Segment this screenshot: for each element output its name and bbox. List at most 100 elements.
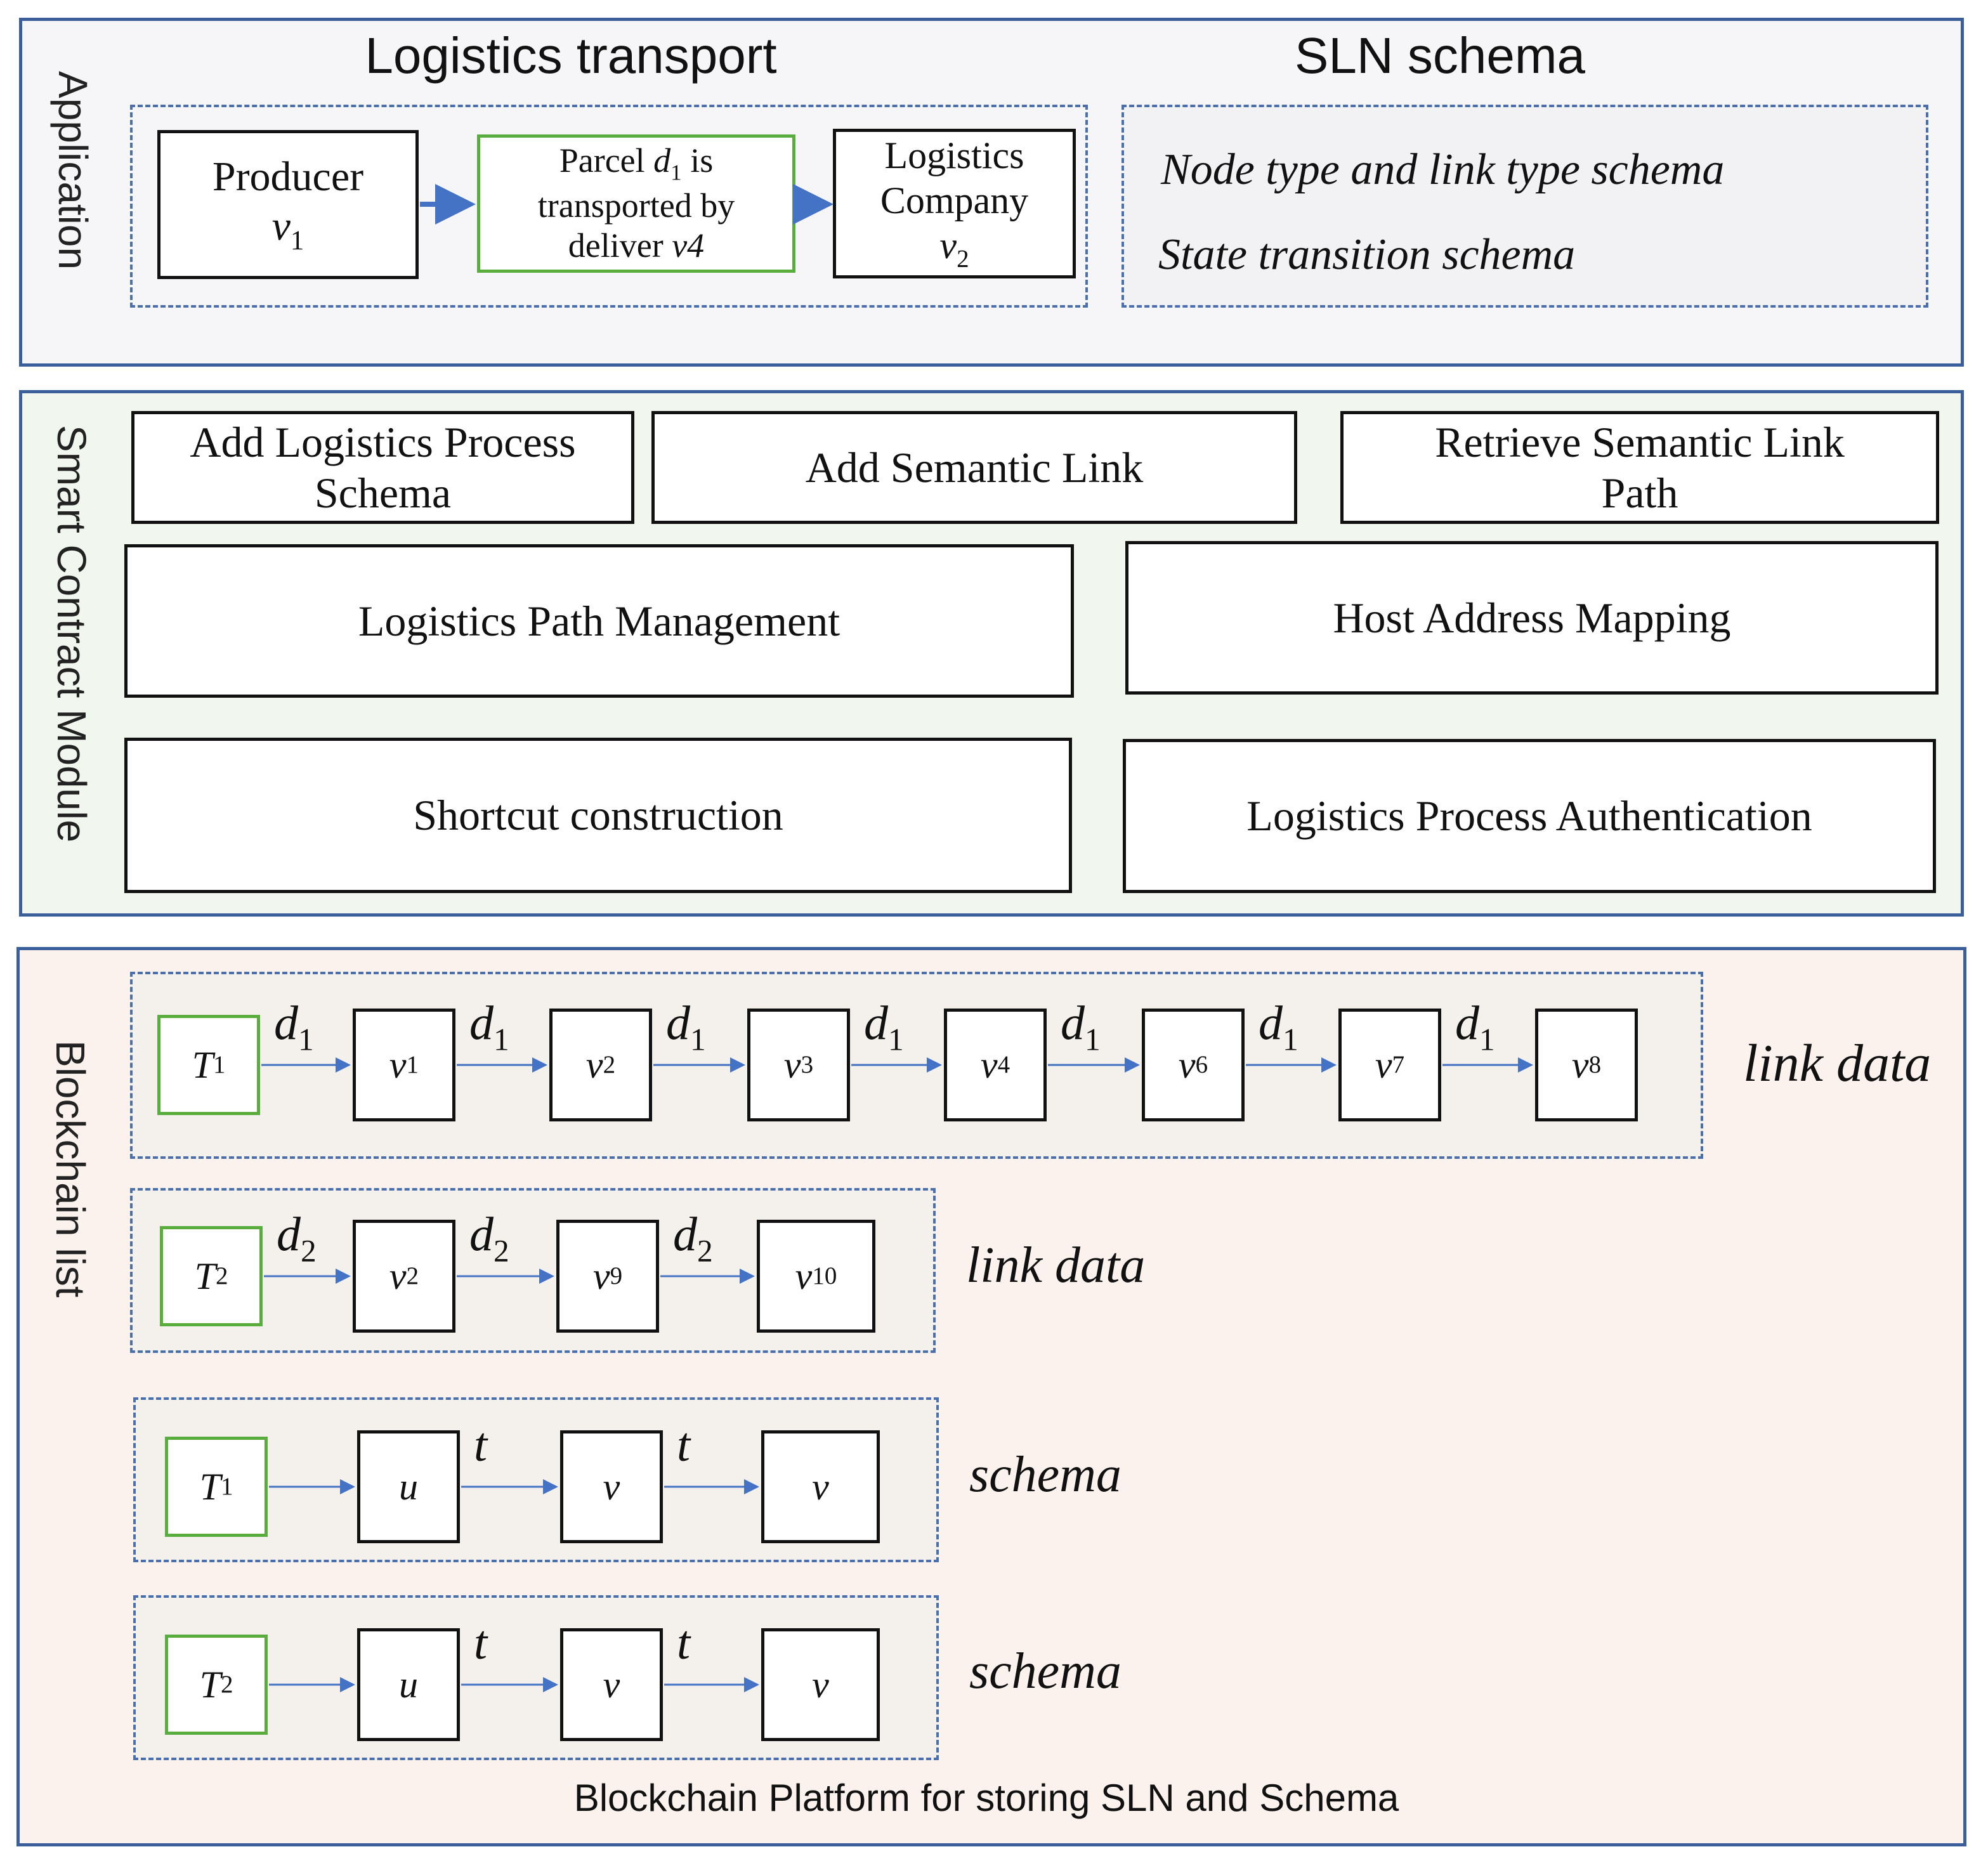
row-4-edge-label-3: t <box>677 1616 690 1671</box>
var-subscript: 1 <box>298 1022 314 1057</box>
var-symbol: v <box>389 1255 407 1297</box>
var-symbol: v <box>603 1663 620 1706</box>
sln-schema-group <box>1122 105 1928 308</box>
company-var: v <box>939 224 957 266</box>
parcel-text-b: is <box>681 141 714 180</box>
logistics-transport-heading: Logistics transport <box>365 27 777 84</box>
row-3-node-3: v <box>761 1430 880 1543</box>
var-symbol: v <box>1178 1043 1196 1086</box>
sln-schema-heading: SLN schema <box>1295 27 1585 84</box>
var-symbol: u <box>399 1465 418 1508</box>
parcel-sub: 1 <box>670 160 682 185</box>
shortcut-construction-box: Shortcut construction <box>124 738 1072 893</box>
var-symbol: v <box>812 1663 829 1706</box>
var-symbol: d <box>666 996 690 1050</box>
var-symbol: v <box>980 1043 998 1086</box>
schema-node-link-type: Node type and link type schema <box>1161 145 1725 194</box>
var-subscript: 2 <box>301 1233 317 1269</box>
parcel-text-line2: transported by <box>537 186 735 225</box>
var-subscript: 1 <box>1479 1022 1495 1057</box>
row-1-edge-label-5: d1 <box>1061 996 1101 1057</box>
logistics-process-authentication-box: Logistics Process Authentication <box>1123 739 1936 893</box>
row-1-edge-label-1: d1 <box>274 996 314 1057</box>
producer-sub: 1 <box>290 225 304 256</box>
var-subscript: 2 <box>697 1233 713 1269</box>
var-symbol: v <box>389 1043 407 1086</box>
var-symbol: d <box>1259 996 1283 1050</box>
var-symbol: d <box>469 1208 494 1261</box>
row-3-edge-label-2: t <box>474 1418 487 1473</box>
var-subscript: 2 <box>603 1050 616 1078</box>
var-symbol: T <box>199 1663 221 1706</box>
row-3-edge-label-3: t <box>677 1418 690 1473</box>
add-schema-line1: Add Logistics Process <box>190 417 576 466</box>
parcel-node: Parcel d1 is transported by deliver v4 <box>477 134 795 273</box>
var-symbol: d <box>274 996 298 1050</box>
var-symbol: T <box>192 1043 213 1086</box>
row-4-node-3: v <box>761 1628 880 1741</box>
var-subscript: 3 <box>801 1050 814 1078</box>
var-symbol: d <box>277 1208 301 1261</box>
row-2-edge-label-1: d2 <box>277 1207 317 1269</box>
var-subscript: 4 <box>997 1050 1010 1078</box>
company-label-line2: Company <box>880 180 1029 222</box>
var-symbol: u <box>399 1663 418 1706</box>
var-symbol: t <box>474 1616 488 1669</box>
row-2-tag: link data <box>966 1237 1146 1293</box>
var-subscript: 1 <box>494 1022 509 1057</box>
row-4-edge-label-2: t <box>474 1616 487 1671</box>
row-1-tag: link data <box>1743 1034 1932 1093</box>
var-symbol: v <box>795 1255 813 1297</box>
var-symbol: t <box>677 1418 691 1472</box>
var-subscript: 2 <box>406 1262 419 1290</box>
var-subscript: 1 <box>1283 1022 1298 1057</box>
var-subscript: 1 <box>1085 1022 1101 1057</box>
row-4-node-1: u <box>357 1628 460 1741</box>
logistics-path-management-box: Logistics Path Management <box>124 544 1074 698</box>
producer-node: Producer v1 <box>157 130 419 279</box>
var-symbol: t <box>474 1418 488 1472</box>
var-symbol: v <box>1571 1043 1589 1086</box>
row-1-edge-label-7: d1 <box>1455 996 1495 1057</box>
var-subscript: 1 <box>690 1022 706 1057</box>
parcel-deliver-var: v4 <box>672 226 705 265</box>
var-symbol: d <box>1455 996 1479 1050</box>
add-schema-line2: Schema <box>314 469 452 517</box>
company-sub: 2 <box>957 245 969 273</box>
parcel-text-a: Parcel <box>559 141 654 180</box>
row-4-node-2: v <box>560 1628 663 1741</box>
var-symbol: T <box>194 1255 216 1297</box>
var-subscript: 9 <box>610 1262 623 1290</box>
row-2-edge-label-3: d2 <box>673 1207 713 1269</box>
var-symbol: d <box>1061 996 1085 1050</box>
var-subscript: 7 <box>1392 1050 1405 1078</box>
row-3-node-2: v <box>560 1430 663 1543</box>
var-symbol: v <box>592 1255 610 1297</box>
var-subscript: 1 <box>406 1050 419 1078</box>
blockchain-platform-caption: Blockchain Platform for storing SLN and … <box>573 1777 1399 1819</box>
company-label-line1: Logistics <box>884 134 1024 177</box>
logistics-transport-group <box>130 105 1088 308</box>
parcel-var: d <box>653 141 671 180</box>
var-symbol: v <box>585 1043 603 1086</box>
var-symbol: v <box>812 1465 829 1508</box>
var-subscript: 1 <box>220 1472 233 1500</box>
host-address-mapping-box: Host Address Mapping <box>1125 541 1939 695</box>
row-1-edge-label-4: d1 <box>864 996 904 1057</box>
parcel-text-line3: deliver <box>568 226 672 265</box>
row-2-edge-label-2: d2 <box>469 1207 509 1269</box>
row-1-edge-label-6: d1 <box>1259 996 1298 1057</box>
var-symbol: v <box>783 1043 801 1086</box>
var-subscript: 6 <box>1195 1050 1208 1078</box>
